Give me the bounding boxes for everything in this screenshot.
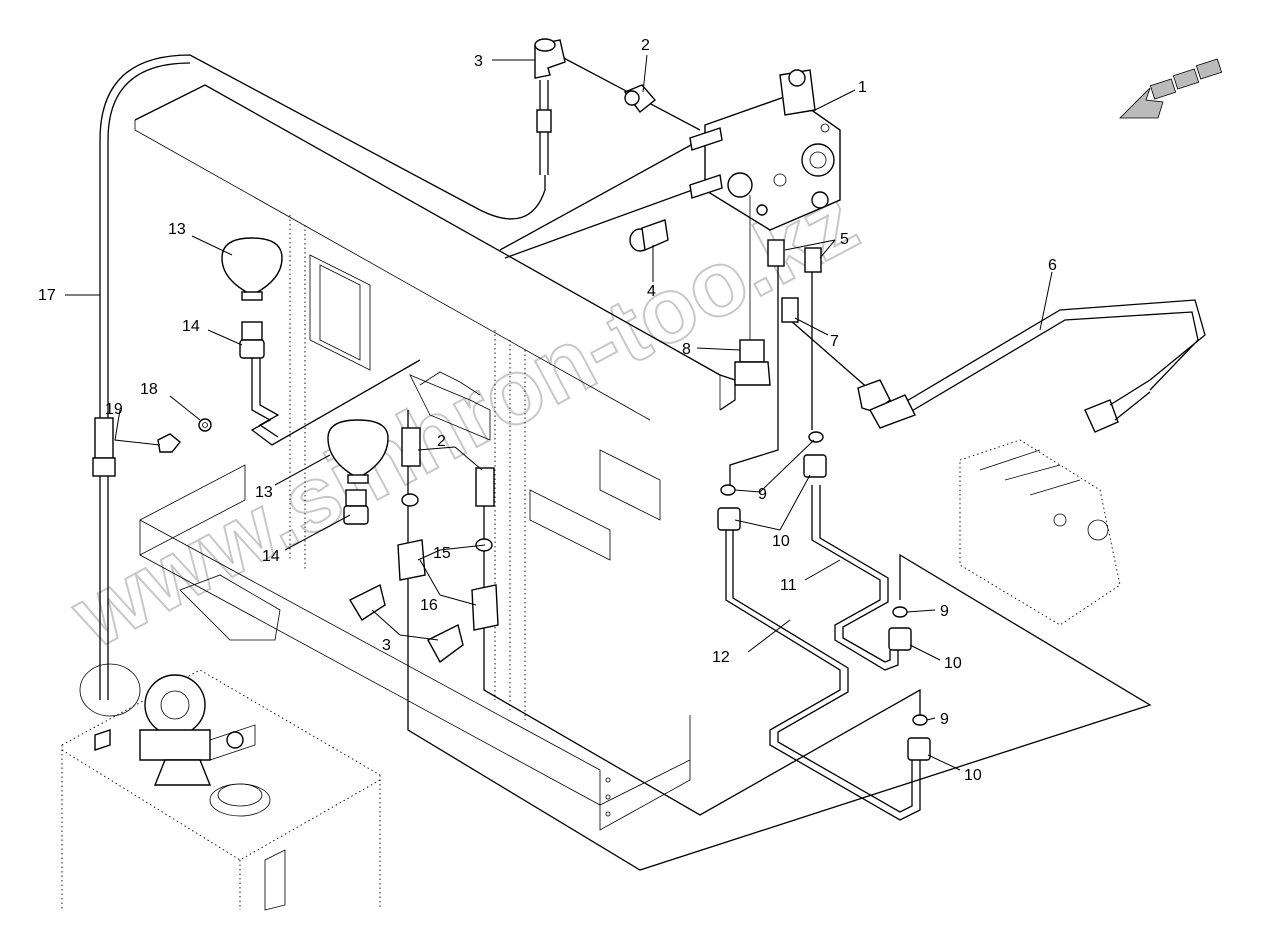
callout-3-top: 3	[474, 53, 483, 70]
callout-labels: 1 2 2 3 3 4 5 6 7 8 9 9 9 10 10 10 11 12…	[38, 37, 1057, 784]
callout-2-lower: 2	[437, 433, 446, 450]
callout-9-b: 9	[940, 603, 949, 620]
callout-9-c: 9	[940, 711, 949, 728]
callout-3-lower: 3	[382, 637, 391, 654]
callout-14-lower: 14	[262, 548, 280, 565]
machine-frame	[99, 54, 736, 831]
elbow-fitting-top	[534, 38, 566, 133]
hose-end-fittings	[857, 379, 1151, 433]
lower-fittings	[349, 427, 499, 664]
watermark: www.sinhron-too.kz	[56, 169, 873, 668]
direction-arrow-icon	[1119, 58, 1223, 119]
control-valve-block	[959, 439, 1121, 626]
washer-and-nut	[92, 417, 212, 477]
callout-10-b: 10	[944, 655, 962, 672]
callout-6: 6	[1048, 257, 1057, 274]
pressure-switch	[734, 339, 771, 386]
callout-4: 4	[647, 283, 656, 300]
tank-filter-assembly	[94, 674, 256, 786]
leader-lines	[65, 54, 1053, 771]
callout-2-top: 2	[641, 37, 650, 54]
callout-14-top: 14	[182, 318, 200, 335]
callout-10-a: 10	[772, 533, 790, 550]
callout-16: 16	[420, 597, 438, 614]
callout-5: 5	[840, 231, 849, 248]
accumulator-fittings	[239, 321, 369, 525]
callout-10-c: 10	[964, 767, 982, 784]
callout-7: 7	[830, 333, 839, 350]
callout-1: 1	[858, 79, 867, 96]
hydraulic-pump	[689, 69, 841, 231]
nuts-and-sleeves	[717, 431, 931, 761]
plug-fitting	[629, 219, 669, 252]
adapter-fittings	[767, 239, 822, 323]
callout-8: 8	[682, 341, 691, 358]
callout-13-top: 13	[168, 221, 186, 238]
callout-17: 17	[38, 287, 56, 304]
callout-15: 15	[433, 545, 451, 562]
adapter-fitting-top	[623, 84, 657, 113]
accumulators	[221, 237, 389, 484]
callout-19: 19	[105, 401, 123, 418]
callout-9-a: 9	[758, 486, 767, 503]
hose-lines	[250, 54, 1206, 871]
callout-13-lower: 13	[255, 484, 273, 501]
callout-18: 18	[140, 381, 158, 398]
callout-12: 12	[712, 649, 730, 666]
callout-11: 11	[780, 577, 797, 594]
hydraulic-tank	[61, 663, 381, 911]
